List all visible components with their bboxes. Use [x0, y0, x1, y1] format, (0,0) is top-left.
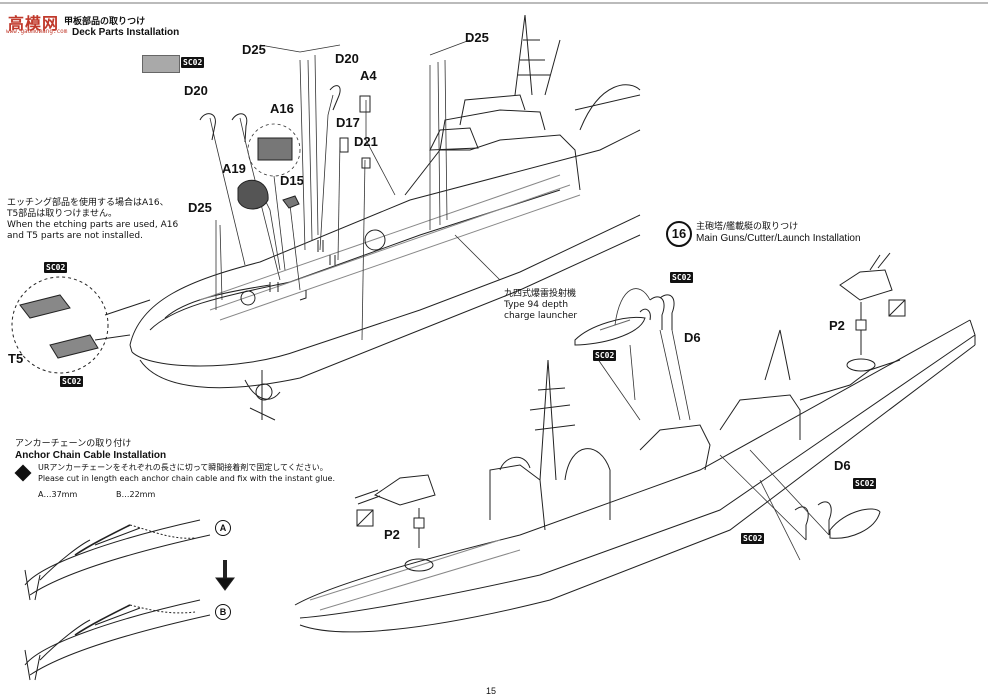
watermark-text: 高模网	[8, 14, 60, 33]
etching-note-en-2: and T5 parts are not installed.	[7, 231, 143, 241]
depth-charge-label: 九四式爆雷投射機 Type 94 depth charge launcher	[504, 289, 577, 322]
marker-b: B	[215, 604, 231, 620]
code-sc02-right: SC02	[853, 478, 877, 489]
anchor-title-jp: アンカーチェーンの取り付け	[15, 439, 132, 449]
label-d21: D21	[354, 134, 378, 149]
depth-charge-en-2: charge launcher	[504, 311, 578, 321]
depth-charge-en-1: Type 94 depth	[504, 300, 569, 310]
arrow-down-icon	[215, 560, 235, 591]
section16-title-en: Main Guns/Cutter/Launch Installation	[696, 233, 861, 244]
anchor-inset-a	[24, 519, 211, 601]
code-sc02-lower: SC02	[741, 533, 765, 544]
label-a19: A19	[222, 161, 246, 176]
depth-charge-jp: 九四式爆雷投射機	[504, 289, 577, 299]
bow-hull-drawing	[129, 14, 641, 421]
label-d6-top: D6	[684, 330, 701, 345]
t5-inset	[11, 276, 151, 374]
paint-code-badge: SC02	[181, 57, 205, 68]
label-p2-right: P2	[829, 318, 845, 333]
label-t5: T5	[8, 351, 24, 366]
page-number: 15	[486, 686, 497, 696]
no-glue-icon	[356, 299, 906, 527]
etching-note-en-1: When the etching parts are used, A16	[7, 220, 179, 230]
anchor-note-en: Please cut in length each anchor chain c…	[38, 474, 335, 483]
label-d6-bottom: D6	[834, 458, 851, 473]
marker-a: A	[215, 520, 231, 536]
t5-code-bottom: SC02	[60, 376, 84, 387]
label-a16: A16	[270, 101, 294, 116]
label-d17: D17	[336, 115, 360, 130]
code-sc02-top: SC02	[670, 272, 694, 283]
label-d20-mid: D20	[335, 51, 359, 66]
etching-note-jp-1: エッチング部品を使用する場合はA16、	[7, 198, 169, 208]
watermark-subtext: www.gaomowang.com	[6, 28, 68, 35]
anchor-length-b: B…22mm	[116, 490, 156, 499]
label-d20-left: D20	[184, 83, 208, 98]
step-number-16: 16	[666, 221, 692, 247]
anchor-inset-b	[24, 599, 211, 681]
etching-note: エッチング部品を使用する場合はA16、 T5部品は取りつけません。 When t…	[7, 198, 178, 242]
label-d15: D15	[280, 173, 304, 188]
t5-code-top: SC02	[44, 262, 68, 273]
label-p2-left: P2	[384, 527, 400, 542]
anchor-length-a: A…37mm	[38, 490, 78, 499]
deck-part-shapes	[199, 85, 371, 210]
section16-title-jp: 主砲塔/艦載艇の取りつけ	[696, 222, 799, 232]
anchor-note-jp: URアンカーチェーンをそれぞれの長さに切って瞬間接着剤で固定してください。	[38, 463, 328, 472]
label-d25-top: D25	[242, 42, 266, 57]
section15-title-jp: 甲板部品の取りつけ	[64, 17, 146, 27]
label-a4: A4	[360, 68, 377, 83]
destroyer-hull-drawing	[294, 252, 976, 633]
code-sc02-cutter: SC02	[593, 350, 617, 361]
label-d25-left: D25	[188, 200, 212, 215]
section15-title-en: Deck Parts Installation	[72, 27, 180, 38]
anchor-title-en: Anchor Chain Cable Installation	[15, 450, 167, 461]
watermark-logo: 高模网 www.gaomowang.com	[4, 4, 70, 36]
etching-note-jp-2: T5部品は取りつけません。	[7, 209, 118, 219]
paint-swatch	[142, 55, 180, 73]
label-d25-right: D25	[465, 30, 489, 45]
